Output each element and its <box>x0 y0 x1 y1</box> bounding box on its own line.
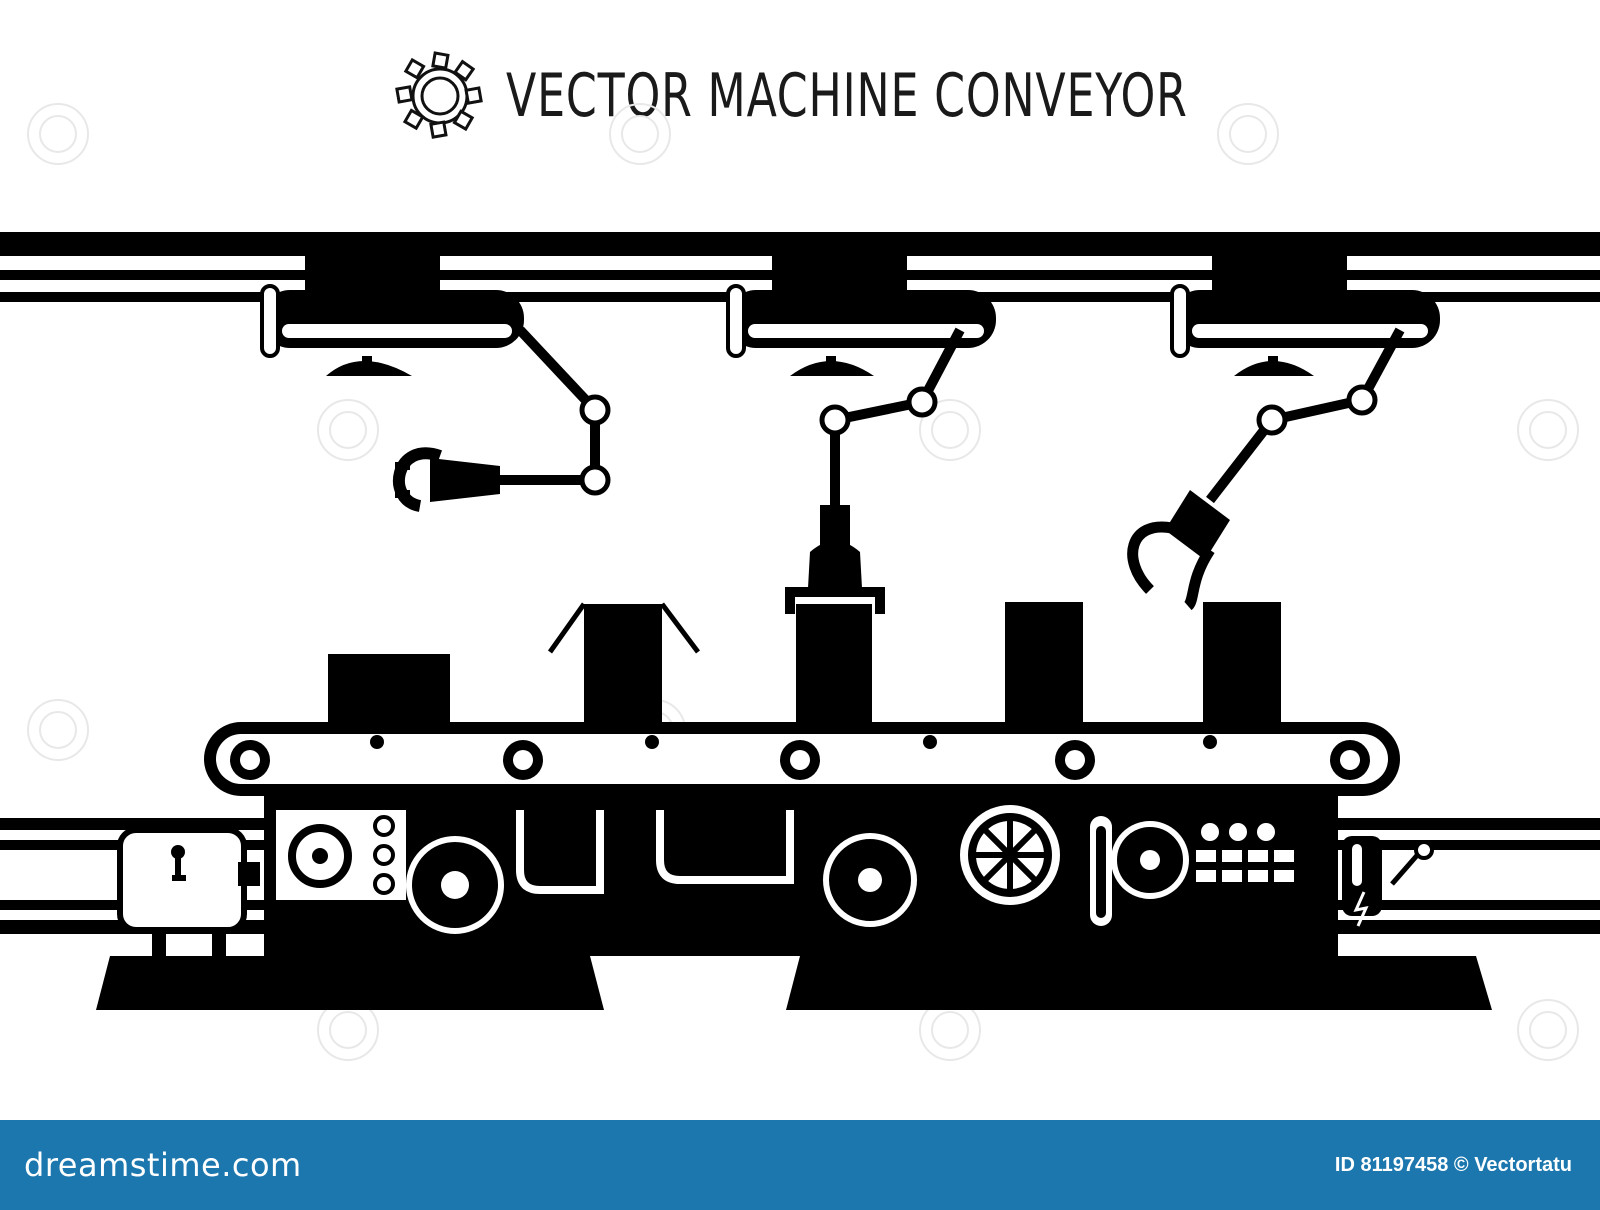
page-title: VECTOR MACHINE CONVEYOR <box>506 61 1188 131</box>
illustration: VECTOR MACHINE CONVEYOR <box>0 46 1600 1061</box>
machine-bases <box>96 930 1492 1010</box>
conveyor-scene <box>0 103 1600 1061</box>
boxes-on-belt <box>328 602 1281 726</box>
gear-logo-icon <box>395 51 483 139</box>
robotic-arm-3 <box>1127 284 1440 611</box>
title-row: VECTOR MACHINE CONVEYOR <box>392 46 1337 146</box>
robotic-arm-1 <box>260 284 611 512</box>
footer-bar: dreamstime.com ID 81197458 © Vectortatu <box>0 1120 1600 1210</box>
conveyor-belt <box>204 722 1400 796</box>
robotic-arm-2 <box>726 284 996 614</box>
footer-brand-link[interactable]: dreamstime.com <box>24 1146 302 1184</box>
machinery <box>117 796 1434 956</box>
footer-credit: ID 81197458 © Vectortatu <box>1334 1153 1572 1176</box>
